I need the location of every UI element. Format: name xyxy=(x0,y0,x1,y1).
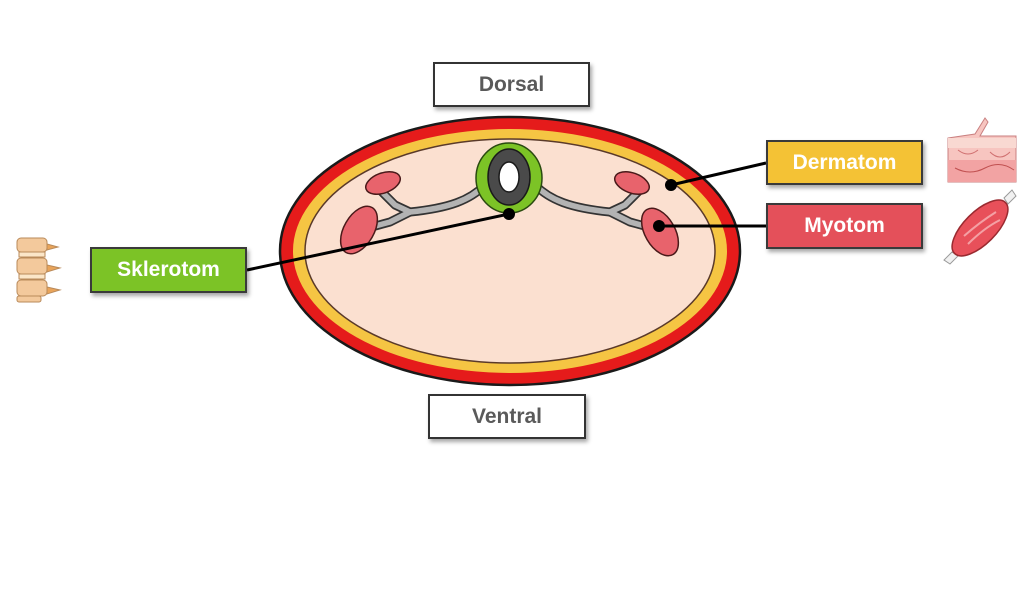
sklerotom-leader-line xyxy=(246,212,510,272)
left-somite xyxy=(339,171,402,255)
skin-icon xyxy=(947,117,1017,183)
dermatom-leader-dot xyxy=(665,179,677,191)
myotom-leader-dot xyxy=(653,220,665,232)
dorsal-label: Dorsal xyxy=(433,62,590,107)
sklerotom-leader-dot xyxy=(503,208,515,220)
right-somite xyxy=(613,171,680,257)
vertebra-icon xyxy=(16,237,62,303)
left-dermatome-blob xyxy=(364,171,402,195)
inner-body xyxy=(304,138,716,364)
dermatom-leader-line xyxy=(670,161,767,187)
right-dermatome-blob xyxy=(613,171,651,195)
dermatom-label: Dermatom xyxy=(766,140,923,185)
muscle-icon xyxy=(943,189,1017,265)
left-myotome-blob xyxy=(339,205,379,255)
ventral-label: Ventral xyxy=(428,394,586,439)
sklerotom-label: Sklerotom xyxy=(90,247,247,293)
myotom-label: Myotom xyxy=(766,203,923,249)
neural-canal xyxy=(498,161,520,193)
